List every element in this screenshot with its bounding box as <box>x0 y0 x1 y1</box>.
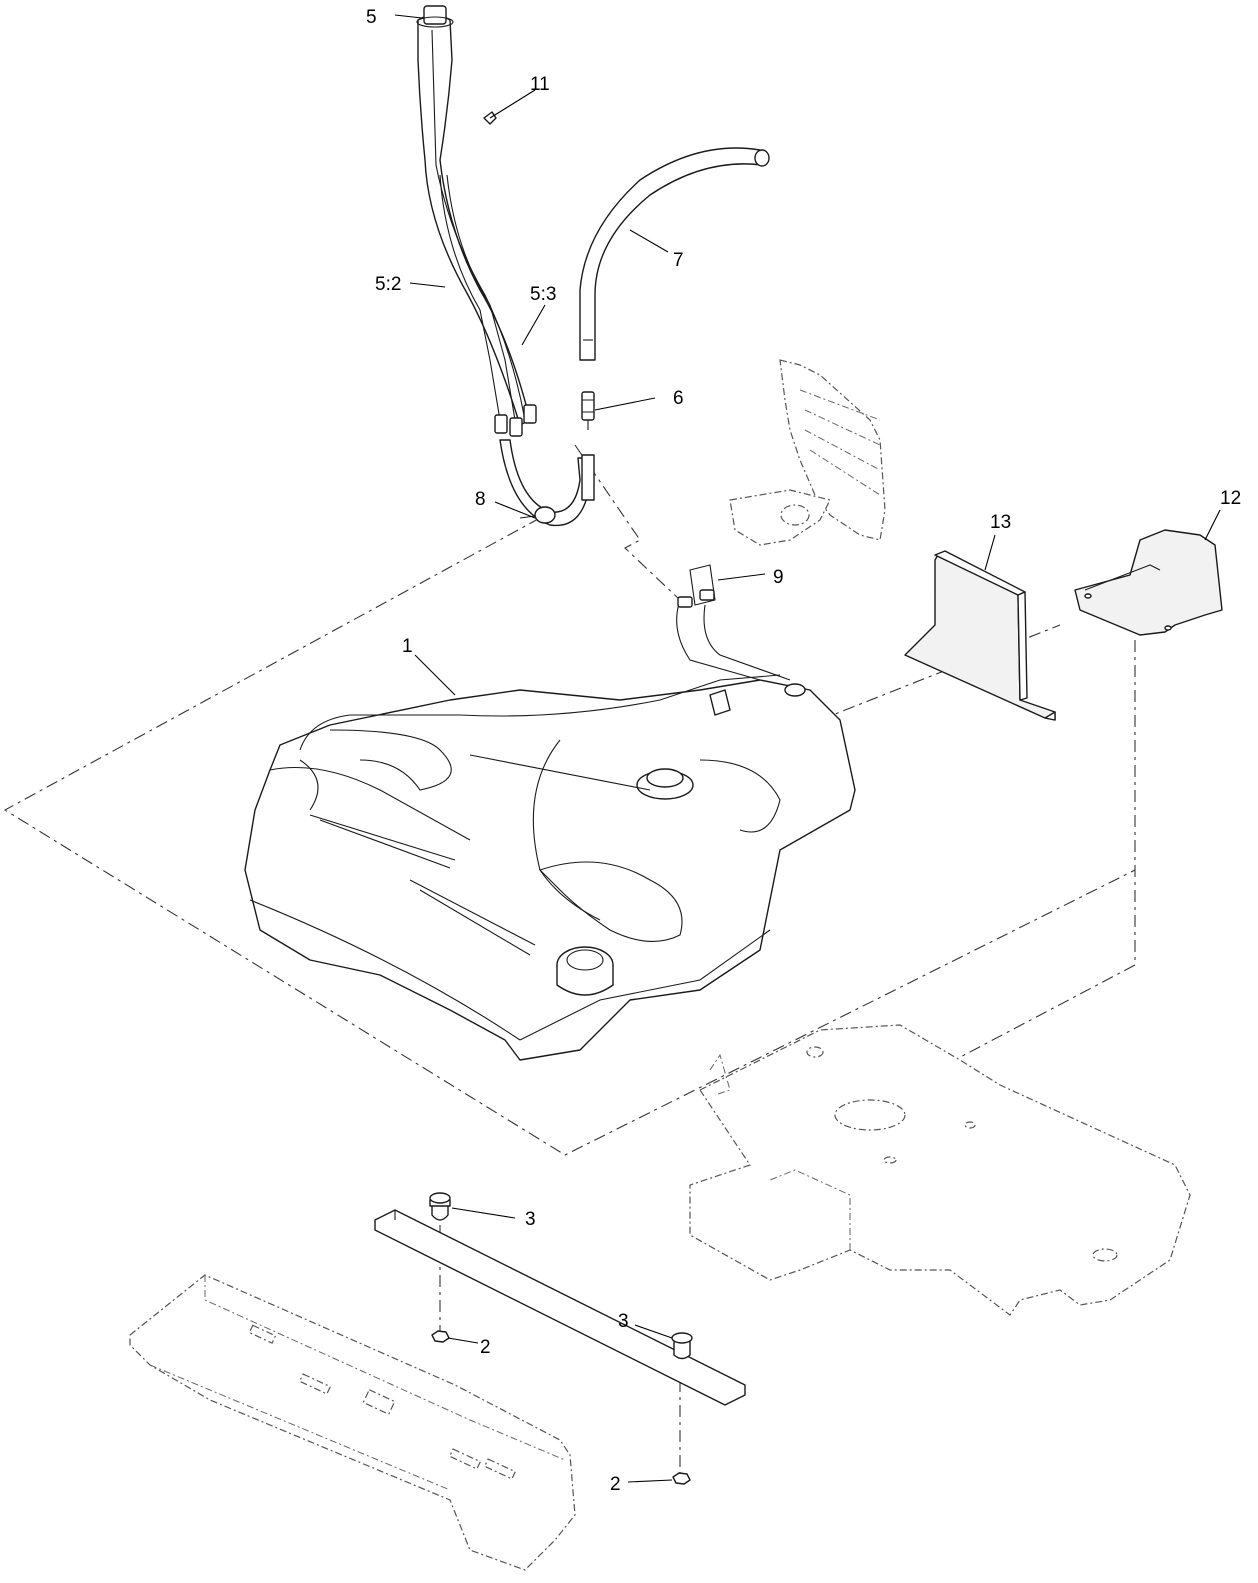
connector-part-6 <box>581 391 595 501</box>
nut-part-2-b <box>672 1472 691 1485</box>
nut-part-2-a <box>431 1330 450 1343</box>
mounting-bar <box>374 1209 746 1406</box>
shield-part-12 <box>1074 529 1223 636</box>
bumper-part-3-b <box>671 1332 693 1360</box>
callout-2-a: 2 <box>480 1337 491 1358</box>
bracket-ghost <box>729 359 886 546</box>
callout-9: 9 <box>773 567 784 588</box>
clamp-part-8 <box>519 506 556 524</box>
chassis-plate-ghost <box>689 1024 1191 1316</box>
bumper-part-3-a <box>429 1192 451 1221</box>
callout-1: 1 <box>402 636 413 657</box>
callout-8: 8 <box>475 489 486 510</box>
callout-7: 7 <box>673 250 684 271</box>
callout-2-b: 2 <box>610 1474 621 1495</box>
callout-3-a: 3 <box>525 1209 536 1230</box>
callout-3-b: 3 <box>618 1311 629 1332</box>
callout-11: 11 <box>530 74 550 95</box>
callout-5-3: 5:3 <box>530 284 556 305</box>
frame-rail-ghost <box>129 1274 576 1571</box>
fuel-tank-part-1 <box>244 674 856 1061</box>
leader-lines <box>394 14 1221 1483</box>
callout-5: 5 <box>366 7 377 28</box>
callout-13: 13 <box>990 512 1011 533</box>
callout-5-2: 5:2 <box>375 274 401 295</box>
vent-hose-part-7 <box>579 147 770 361</box>
callout-12: 12 <box>1220 488 1241 509</box>
coupler-part-9 <box>676 564 791 681</box>
callout-6: 6 <box>673 388 684 409</box>
callout-labels: 5 11 5:2 5:3 7 6 8 9 1 13 12 3 2 3 2 <box>366 7 1241 1495</box>
panel-part-13 <box>904 550 1056 721</box>
filler-neck-part-5 <box>416 5 591 527</box>
